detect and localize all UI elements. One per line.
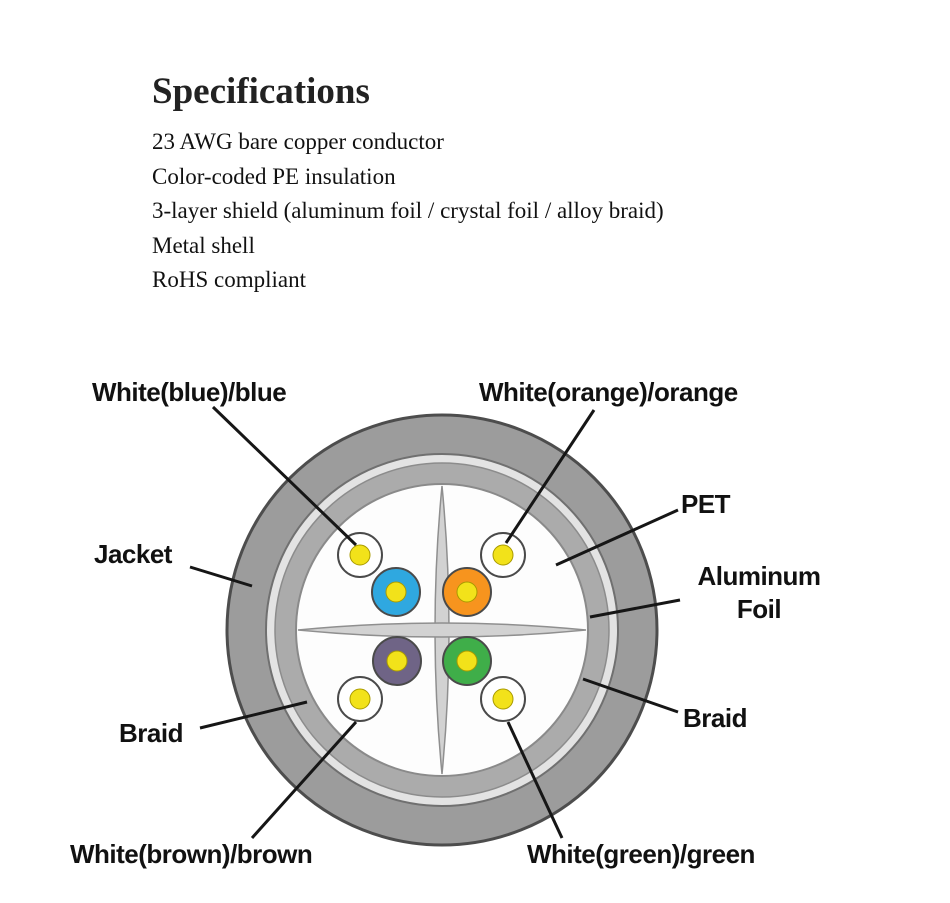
wire-green-core (456, 650, 478, 672)
pointer-lines (189, 405, 681, 840)
wires (337, 532, 526, 722)
label-white-orange: White(orange)/orange (479, 377, 738, 407)
wire-blue-core (385, 581, 407, 603)
label-white-green: White(green)/green (527, 839, 755, 869)
label-jacket: Jacket (94, 539, 172, 569)
wire-white-blue-core (349, 544, 371, 566)
pointer-line-braid-right (582, 677, 679, 714)
pointer-line-white-green (506, 721, 564, 839)
cross-separator (297, 485, 587, 775)
pointer-line-pet (555, 508, 679, 567)
spec-line-insulation: Color-coded PE insulation (152, 163, 396, 189)
label-pet: PET (681, 489, 731, 519)
label-braid-right: Braid (683, 703, 747, 733)
label-white-blue: White(blue)/blue (92, 377, 287, 407)
pointer-line-jacket (189, 565, 253, 588)
specifications-title: Specifications (152, 71, 370, 112)
specifications-block: Specifications 23 AWG bare copper conduc… (152, 70, 664, 298)
wire-orange-core (456, 581, 478, 603)
label-aluminum-line2: Foil (736, 594, 782, 624)
pointer-line-white-blue (211, 405, 358, 547)
spec-line-conductor: 23 AWG bare copper conductor (152, 129, 444, 154)
pointer-line-white-orange (504, 409, 596, 544)
label-white-brown: White(brown)/brown (70, 839, 313, 869)
pointer-line-white-brown (250, 720, 358, 840)
spec-line-rohs: RoHS compliant (152, 267, 306, 292)
label-aluminum-foil: Aluminum Foil (678, 560, 840, 626)
wire-brown-core (386, 650, 408, 672)
spec-line-shield: 3-layer shield (aluminum foil / crystal … (152, 198, 664, 223)
wire-white-brown-core (349, 688, 371, 710)
wire-white-orange-core (492, 544, 514, 566)
pointer-line-braid-left (199, 700, 308, 730)
pointer-line-aluminum-foil (589, 598, 681, 619)
label-aluminum-line1: Aluminum (697, 561, 821, 591)
spec-line-shell: Metal shell (152, 232, 255, 258)
label-braid-left: Braid (119, 718, 183, 748)
wire-white-green-core (492, 688, 514, 710)
